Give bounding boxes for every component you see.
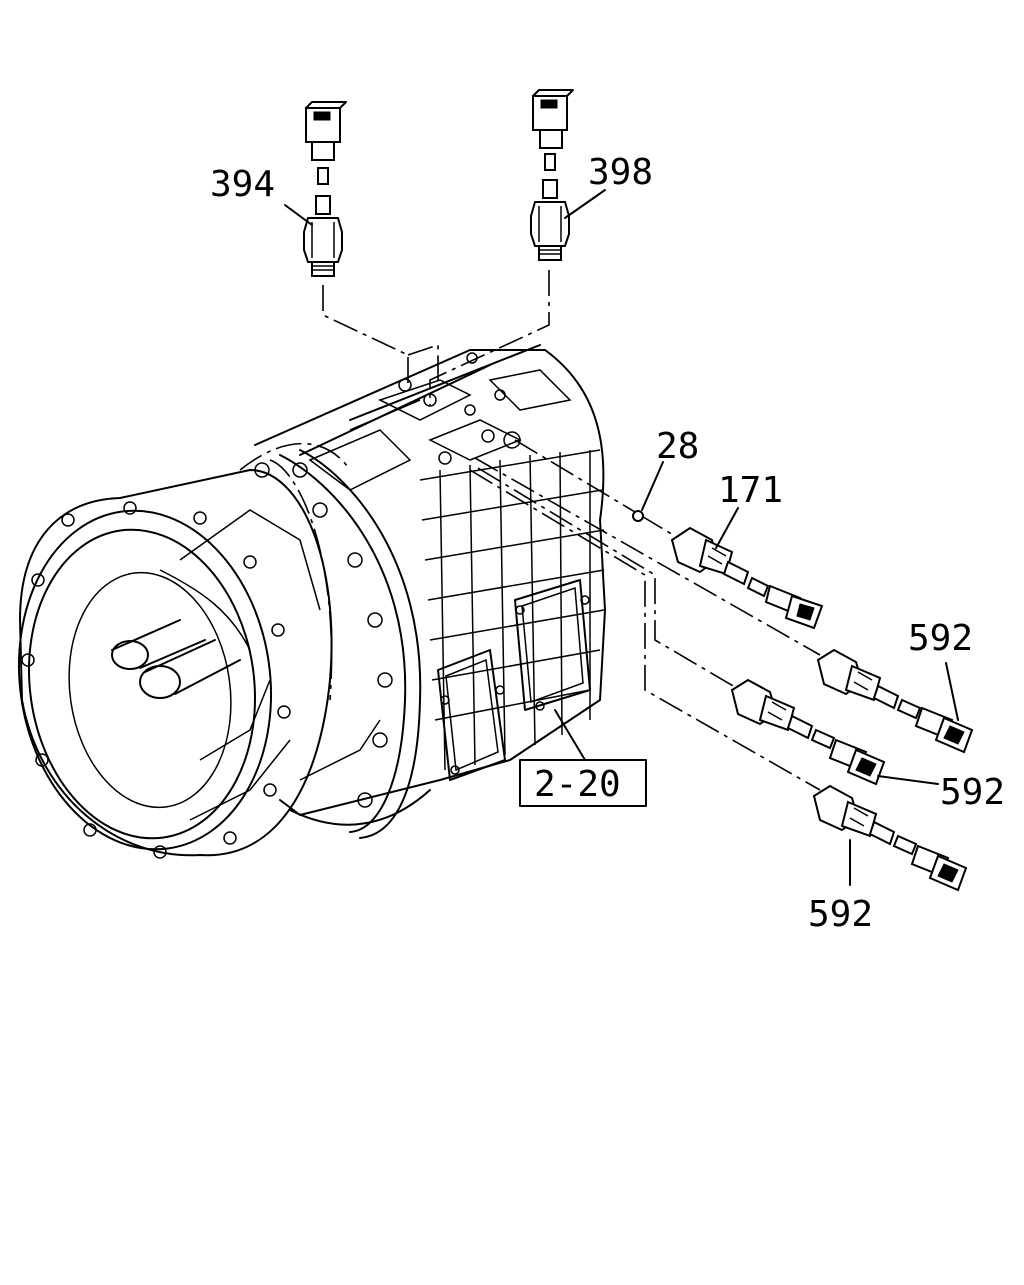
switch-sensor-icon	[670, 526, 734, 576]
reference-box-2-20[interactable]	[519, 709, 647, 807]
label-592-lower: 592	[808, 894, 873, 935]
connector-plug-icon	[722, 560, 824, 630]
label-2-20: 2-20	[534, 764, 621, 805]
leader-592-upper	[945, 662, 959, 721]
label-592-middle: 592	[940, 772, 1005, 813]
connector-plug-icon	[786, 714, 886, 786]
leader-592-middle	[877, 775, 939, 785]
switch-sensor-icon	[730, 678, 796, 732]
label-28: 28	[656, 426, 699, 467]
label-398: 398	[588, 152, 653, 193]
leader-398	[564, 189, 606, 219]
sensor-592-lower[interactable]	[812, 784, 968, 892]
switch-sensor-icon	[816, 648, 882, 702]
sensor-398[interactable]	[530, 89, 606, 261]
leader-171	[715, 507, 739, 549]
sensor-592-middle[interactable]	[730, 678, 939, 786]
leader-28	[641, 461, 664, 511]
connector-plug-icon	[305, 101, 347, 215]
label-394: 394	[210, 164, 275, 205]
label-171: 171	[718, 470, 783, 511]
switch-sensor-icon	[812, 784, 878, 838]
switch-sensor-icon	[530, 201, 570, 261]
leader-394	[284, 204, 313, 226]
leader-2-20	[554, 709, 586, 761]
connector-plug-icon	[532, 89, 574, 199]
sensor-592-upper[interactable]	[816, 648, 974, 754]
transmission-housing-icon	[17, 344, 606, 859]
sensor-171[interactable]	[670, 507, 824, 630]
switch-sensor-icon	[303, 217, 343, 277]
part-28-ball[interactable]	[632, 461, 664, 522]
connector-plug-icon	[872, 684, 974, 754]
sensor-394[interactable]	[284, 101, 347, 277]
label-592-upper: 592	[908, 618, 973, 659]
connector-plug-icon	[868, 820, 968, 892]
assembly-centerlines	[322, 270, 821, 791]
